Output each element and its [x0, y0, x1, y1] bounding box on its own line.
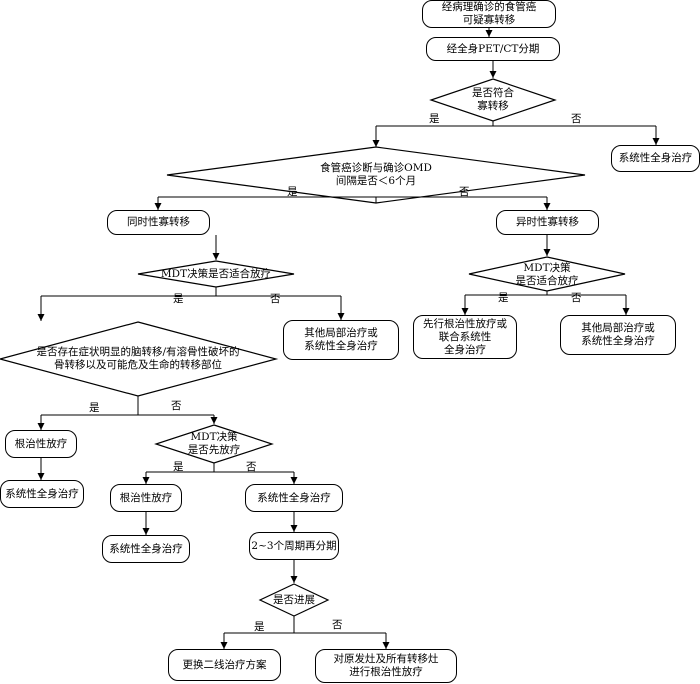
- diamond-q-mdt-sync: [137, 260, 295, 288]
- node-other-local-async[interactable]: 其他局部治疗或 系统性全身治疗: [560, 315, 676, 355]
- diamond-q-mdt-first: [154, 424, 274, 464]
- node-pet-ct-staging[interactable]: 经全身PET/CT分期: [426, 37, 560, 61]
- node-systemic-right-label: 系统性全身治疗: [257, 491, 331, 504]
- label-no-mdt-sync: 否: [270, 293, 281, 305]
- node-metachronous-label: 异时性寡转移: [516, 216, 579, 228]
- node-pet-ct-staging-label: 经全身PET/CT分期: [446, 42, 540, 55]
- node-radical-mid-label: 根治性放疗: [119, 491, 173, 504]
- node-start-label: 经病理确诊的食管癌 可疑寡转移: [441, 1, 537, 26]
- node-synchronous[interactable]: 同时性寡转移: [107, 210, 210, 235]
- label-no-mdt-async: 否: [571, 292, 582, 304]
- node-systemic-left-label: 系统性全身治疗: [5, 487, 79, 500]
- label-yes-interval: 是: [287, 186, 298, 198]
- label-yes-mdt-sync: 是: [173, 293, 184, 305]
- node-first-radical-label: 先行根治性放疗或 联合系统性 全身治疗: [423, 317, 507, 356]
- label-yes-oligo: 是: [429, 113, 440, 125]
- diamond-q-mdt-async: [468, 256, 626, 292]
- node-radical-all[interactable]: 对原发灶及所有转移灶 进行根治性放疗: [315, 649, 457, 683]
- node-restage-label: 2~3个周期再分期: [251, 539, 337, 552]
- node-radical-left[interactable]: 根治性放疗: [5, 430, 77, 458]
- diamond-q-symptom: [0, 321, 279, 397]
- label-yes-symptom: 是: [89, 402, 100, 414]
- node-radical-all-label: 对原发灶及所有转移灶 进行根治性放疗: [333, 653, 439, 678]
- node-systemic-left[interactable]: 系统性全身治疗: [0, 480, 84, 508]
- label-no-mdt-first: 否: [246, 461, 257, 473]
- diamond-q-progress: [258, 583, 330, 617]
- node-other-local-sync-label: 其他局部治疗或 系统性全身治疗: [304, 327, 378, 352]
- node-restage[interactable]: 2~3个周期再分期: [249, 532, 339, 560]
- label-no-symptom: 否: [171, 400, 182, 412]
- node-first-radical[interactable]: 先行根治性放疗或 联合系统性 全身治疗: [413, 315, 517, 359]
- label-no-oligo: 否: [571, 113, 582, 125]
- node-systemic-right[interactable]: 系统性全身治疗: [245, 484, 343, 512]
- node-metachronous[interactable]: 异时性寡转移: [496, 210, 599, 235]
- label-yes-mdt-first: 是: [173, 461, 184, 473]
- node-systemic-mid-label: 系统性全身治疗: [109, 542, 183, 555]
- node-second-line[interactable]: 更换二线治疗方案: [168, 649, 281, 681]
- node-systemic-top[interactable]: 系统性全身治疗: [611, 145, 700, 172]
- label-yes-progress: 是: [254, 621, 265, 633]
- label-yes-mdt-async: 是: [498, 292, 509, 304]
- node-systemic-mid[interactable]: 系统性全身治疗: [102, 535, 190, 563]
- node-other-local-async-label: 其他局部治疗或 系统性全身治疗: [581, 322, 655, 347]
- label-no-interval: 否: [459, 186, 470, 198]
- diamond-q-interval: [166, 146, 586, 204]
- node-second-line-label: 更换二线治疗方案: [182, 658, 267, 671]
- node-start[interactable]: 经病理确诊的食管癌 可疑寡转移: [422, 0, 556, 28]
- node-other-local-sync[interactable]: 其他局部治疗或 系统性全身治疗: [283, 320, 399, 360]
- label-no-progress: 否: [332, 619, 343, 631]
- node-systemic-top-label: 系统性全身治疗: [618, 152, 693, 164]
- node-radical-mid[interactable]: 根治性放疗: [110, 484, 182, 512]
- node-synchronous-label: 同时性寡转移: [127, 216, 190, 228]
- diamond-q-oligo: [429, 78, 557, 122]
- node-radical-left-label: 根治性放疗: [14, 437, 68, 450]
